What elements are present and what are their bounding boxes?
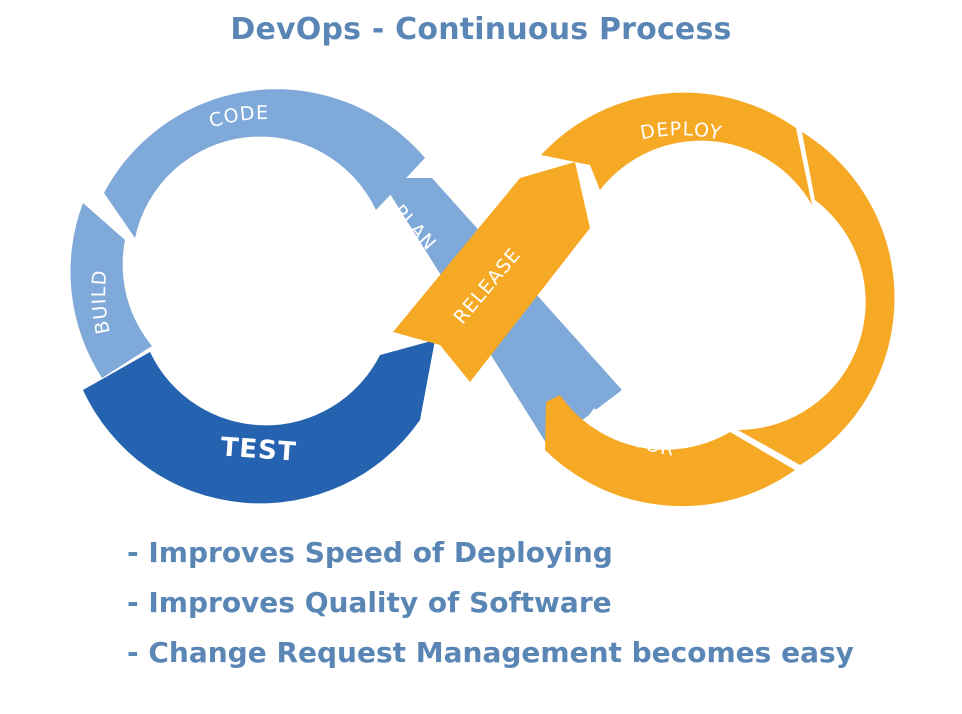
segment-monitor	[545, 395, 795, 507]
segment-deploy	[541, 92, 812, 205]
benefit-item: - Improves Quality of Software	[127, 586, 612, 619]
benefit-item: - Improves Speed of Deploying	[127, 536, 613, 569]
benefits-list: - Improves Speed of Deploying - Improves…	[127, 528, 854, 678]
segment-code	[104, 89, 425, 238]
segment-release	[393, 162, 590, 382]
label-operate: OPERATE	[820, 271, 853, 370]
benefit-item: - Change Request Management becomes easy	[127, 636, 854, 669]
segment-test	[83, 340, 435, 504]
label-test: TEST	[220, 432, 298, 467]
segment-build	[70, 203, 152, 378]
label-build: BUILD	[88, 269, 115, 336]
page-title: DevOps - Continuous Process	[230, 12, 732, 47]
segment-operate	[738, 132, 895, 465]
